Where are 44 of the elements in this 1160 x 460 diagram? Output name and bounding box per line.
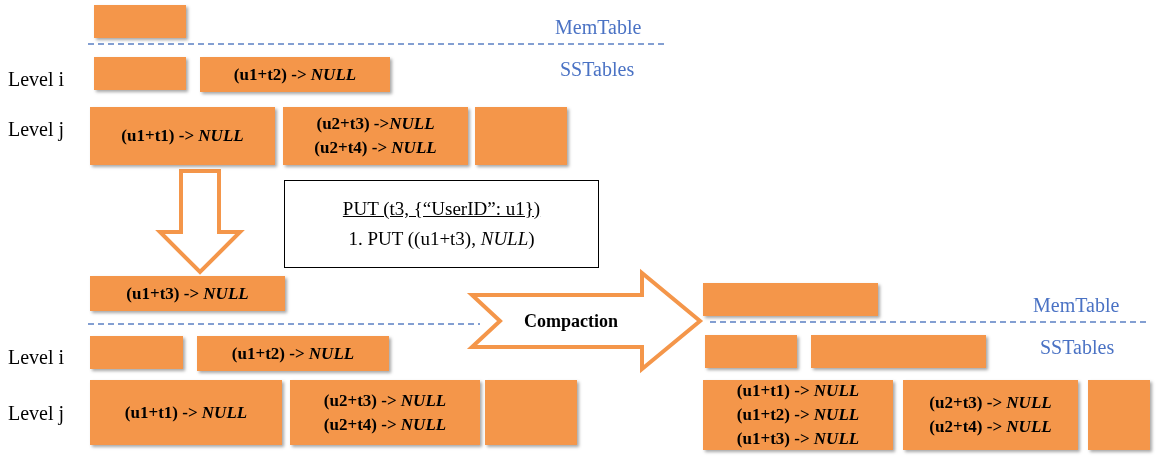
table-block	[485, 380, 577, 445]
key-value-entry: (u2+t4) -> NULL	[929, 416, 1052, 438]
key-value-entry: (u2+t3) ->NULL	[316, 113, 435, 135]
key-value-entry: (u1+t3) -> NULL	[736, 428, 860, 450]
key-value-entry: (u1+t1) -> NULL	[121, 125, 244, 147]
key-value-entry: (u1+t1) -> NULL	[124, 401, 248, 424]
layer-label: SSTables	[1040, 336, 1115, 359]
key-value-entry: (u2+t3) -> NULL	[323, 389, 447, 412]
level-label: Level i	[8, 68, 65, 91]
operation-heading: PUT (t3, {“UserID”: u1})	[342, 197, 541, 221]
table-block	[94, 57, 186, 90]
operation-step: 1. PUT ((u1+t3), NULL)	[348, 224, 535, 254]
key-value-entry: (u2+t3) -> NULL	[929, 392, 1052, 414]
sstable-block	[703, 380, 893, 450]
sstable-block	[197, 336, 389, 371]
table-block	[90, 336, 183, 369]
key-value-entry: (u1+t2) -> NULL	[231, 342, 355, 365]
sstable-block	[90, 276, 285, 311]
operation-box	[284, 180, 599, 268]
key-value-entry: (u2+t4) -> NULL	[314, 137, 437, 159]
table-block	[475, 107, 567, 165]
level-label: Level j	[8, 118, 65, 141]
sstable-block	[903, 380, 1078, 450]
key-value-entry: (u2+t4) -> NULL	[323, 413, 447, 436]
layer-label: SSTables	[560, 58, 635, 81]
sstable-block	[90, 107, 275, 165]
level-label: Level i	[8, 346, 65, 369]
layer-label: MemTable	[555, 16, 642, 39]
table-block	[811, 335, 986, 368]
key-value-entry: (u1+t1) -> NULL	[736, 380, 860, 402]
table-block	[94, 5, 186, 38]
sstable-block	[290, 380, 480, 445]
key-value-entry: (u1+t2) -> NULL	[736, 404, 860, 426]
down-arrow	[155, 169, 245, 275]
layer-label: MemTable	[1033, 294, 1120, 317]
sstable-block	[283, 107, 468, 165]
table-block	[705, 335, 797, 368]
key-value-entry: (u1+t2) -> NULL	[233, 63, 357, 86]
sstable-block	[90, 380, 282, 445]
sstable-block	[200, 57, 390, 92]
table-block	[703, 283, 878, 316]
table-block	[1088, 380, 1150, 450]
level-label: Level j	[8, 402, 65, 425]
key-value-entry: (u1+t3) -> NULL	[126, 282, 249, 305]
